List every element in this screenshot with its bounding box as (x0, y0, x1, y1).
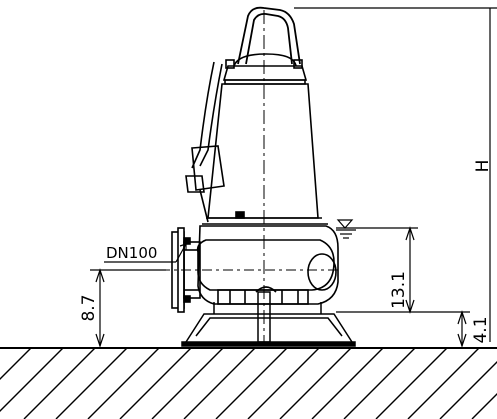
label-h: H (473, 160, 493, 173)
label-8-7: 8.7 (79, 294, 99, 321)
power-cable (185, 61, 225, 223)
label-4-1: 4.1 (471, 316, 491, 343)
motor-housing (207, 53, 319, 219)
ground-hatching (0, 348, 497, 419)
dimension-4-1 (457, 310, 467, 348)
water-level-symbol (336, 219, 356, 239)
dimension-13-1 (336, 226, 470, 314)
dimension-8-7 (90, 268, 166, 348)
base-stand (181, 291, 356, 347)
lifting-handle (237, 6, 301, 65)
label-13-1: 13.1 (389, 271, 409, 309)
label-dn: DN100 (106, 244, 157, 262)
dn-leader (104, 243, 187, 263)
pump-casing (196, 217, 339, 305)
dimension-h (294, 7, 497, 342)
